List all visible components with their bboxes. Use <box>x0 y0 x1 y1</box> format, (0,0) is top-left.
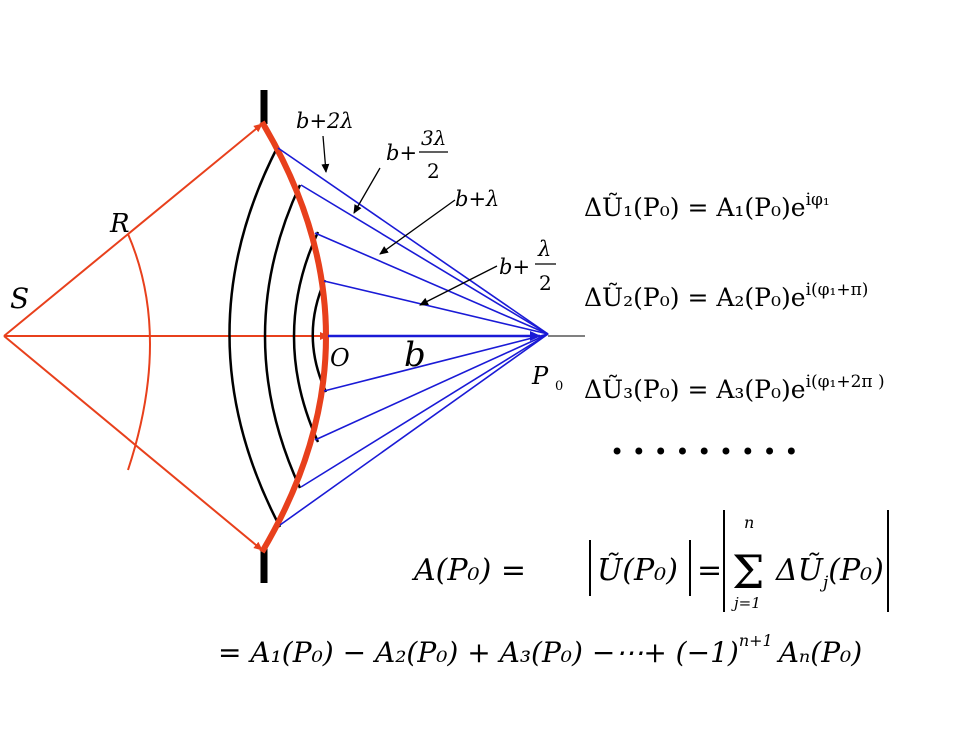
equation-3-exponent: i(φ₁+2π ) <box>806 372 885 392</box>
equation-3: ΔŨ₃(P₀) = A₃(P₀)ei(φ₁+2π ) <box>584 372 885 404</box>
sum-lower-limit: j=1 <box>731 594 761 612</box>
label-p0-subscript: 0 <box>555 379 563 394</box>
equation-1: ΔŨ₁(P₀) = A₁(P₀)eiφ₁ <box>584 190 830 222</box>
pointer-arrow-4 <box>419 265 498 306</box>
frac-3lambda-numerator: 3λ <box>421 126 446 150</box>
label-o: O <box>330 344 350 372</box>
radius-arc <box>127 233 151 471</box>
label-s: S <box>10 282 29 315</box>
label-b-plus-2lambda: b+2λ <box>296 109 354 133</box>
alternating-sum-last: Aₙ(P₀) <box>776 636 862 669</box>
equation-2-exponent: i(φ₁+π) <box>806 280 869 300</box>
equation-1-body: ΔŨ₁(P₀) = A₁(P₀)e <box>584 192 806 222</box>
frac-lambda-denominator: 2 <box>539 271 552 295</box>
sigma-symbol: Σ <box>732 545 765 599</box>
equals-sign: = <box>697 553 722 588</box>
sum-term-arg: (P₀) <box>828 553 884 588</box>
alternating-sum-exponent: n+1 <box>739 631 773 650</box>
equation-1-exponent: iφ₁ <box>806 190 830 210</box>
sum-upper-limit: n <box>744 513 754 532</box>
pointer-arrow-3 <box>379 199 456 255</box>
ray-s-bottom <box>3 335 263 551</box>
frac-3lambda-denominator: 2 <box>427 159 440 183</box>
label-p0: P <box>531 362 549 390</box>
ray-s-top <box>3 123 263 337</box>
zone-arc-3 <box>263 184 302 489</box>
equation-2-body: ΔŨ₂(P₀) = A₂(P₀)e <box>584 282 806 312</box>
abs-u-term: Ũ(P₀) <box>597 552 678 588</box>
label-b-plus-lambda: b+λ <box>455 187 499 211</box>
label-r: R <box>109 209 130 239</box>
label-b: b <box>404 335 426 375</box>
sum-term: ΔŨj(P₀) <box>775 552 884 593</box>
pointer-arrow-2 <box>353 167 381 214</box>
equation-3-body: ΔŨ₃(P₀) = A₃(P₀)e <box>584 374 806 404</box>
continuation-dots: • • • • • • • • • <box>610 438 798 466</box>
amplitude-lhs: A(P₀) = <box>411 553 526 588</box>
zone-arc-2 <box>292 231 320 443</box>
blue-ray-group <box>277 147 549 526</box>
zone-arc-4 <box>228 145 282 528</box>
frac-lambda-numerator: λ <box>537 237 551 261</box>
alternating-sum-body: = A₁(P₀) − A₂(P₀) + A₃(P₀) −⋯+ (−1) <box>218 636 739 669</box>
equation-2: ΔŨ₂(P₀) = A₂(P₀)ei(φ₁+π) <box>584 280 868 312</box>
sum-term-sub: j <box>819 573 829 593</box>
sum-term-body: ΔŨ <box>775 552 825 588</box>
label-b-plus-3lambda2: b+ <box>386 141 417 165</box>
label-b-plus-lambda2: b+ <box>499 255 530 279</box>
wavefront <box>259 120 329 554</box>
pointer-arrow-1 <box>321 135 330 173</box>
